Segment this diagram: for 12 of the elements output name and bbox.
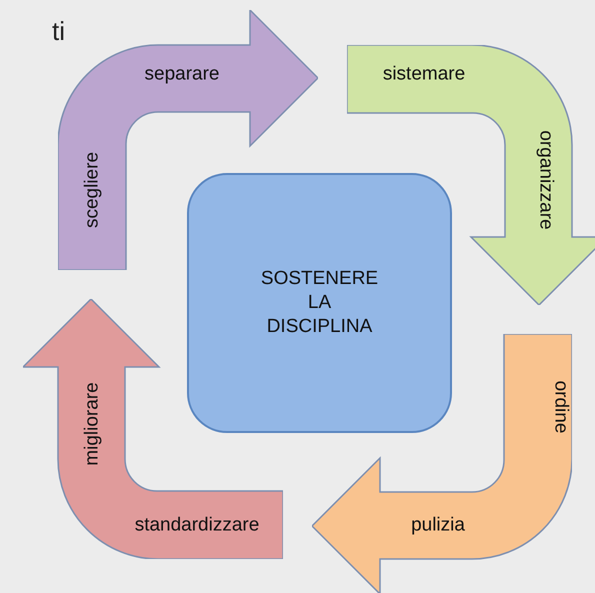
center-text: SOSTENERE LA DISCIPLINA [260,267,380,339]
arrow-label: pulizia [411,516,465,534]
arrow-label: sistemare [382,64,466,84]
arrow-label: standardizzare [134,516,260,534]
arrow-label: migliorare [82,382,102,466]
text-fragment: ti [52,18,65,44]
curved-arrow [312,334,572,593]
arrow-label: scegliere [82,152,102,228]
arrow-label: ordine [552,380,570,434]
arrow-label: organizzare [536,130,556,230]
rounded-box [187,173,452,433]
arrow-label: separare [144,64,220,84]
